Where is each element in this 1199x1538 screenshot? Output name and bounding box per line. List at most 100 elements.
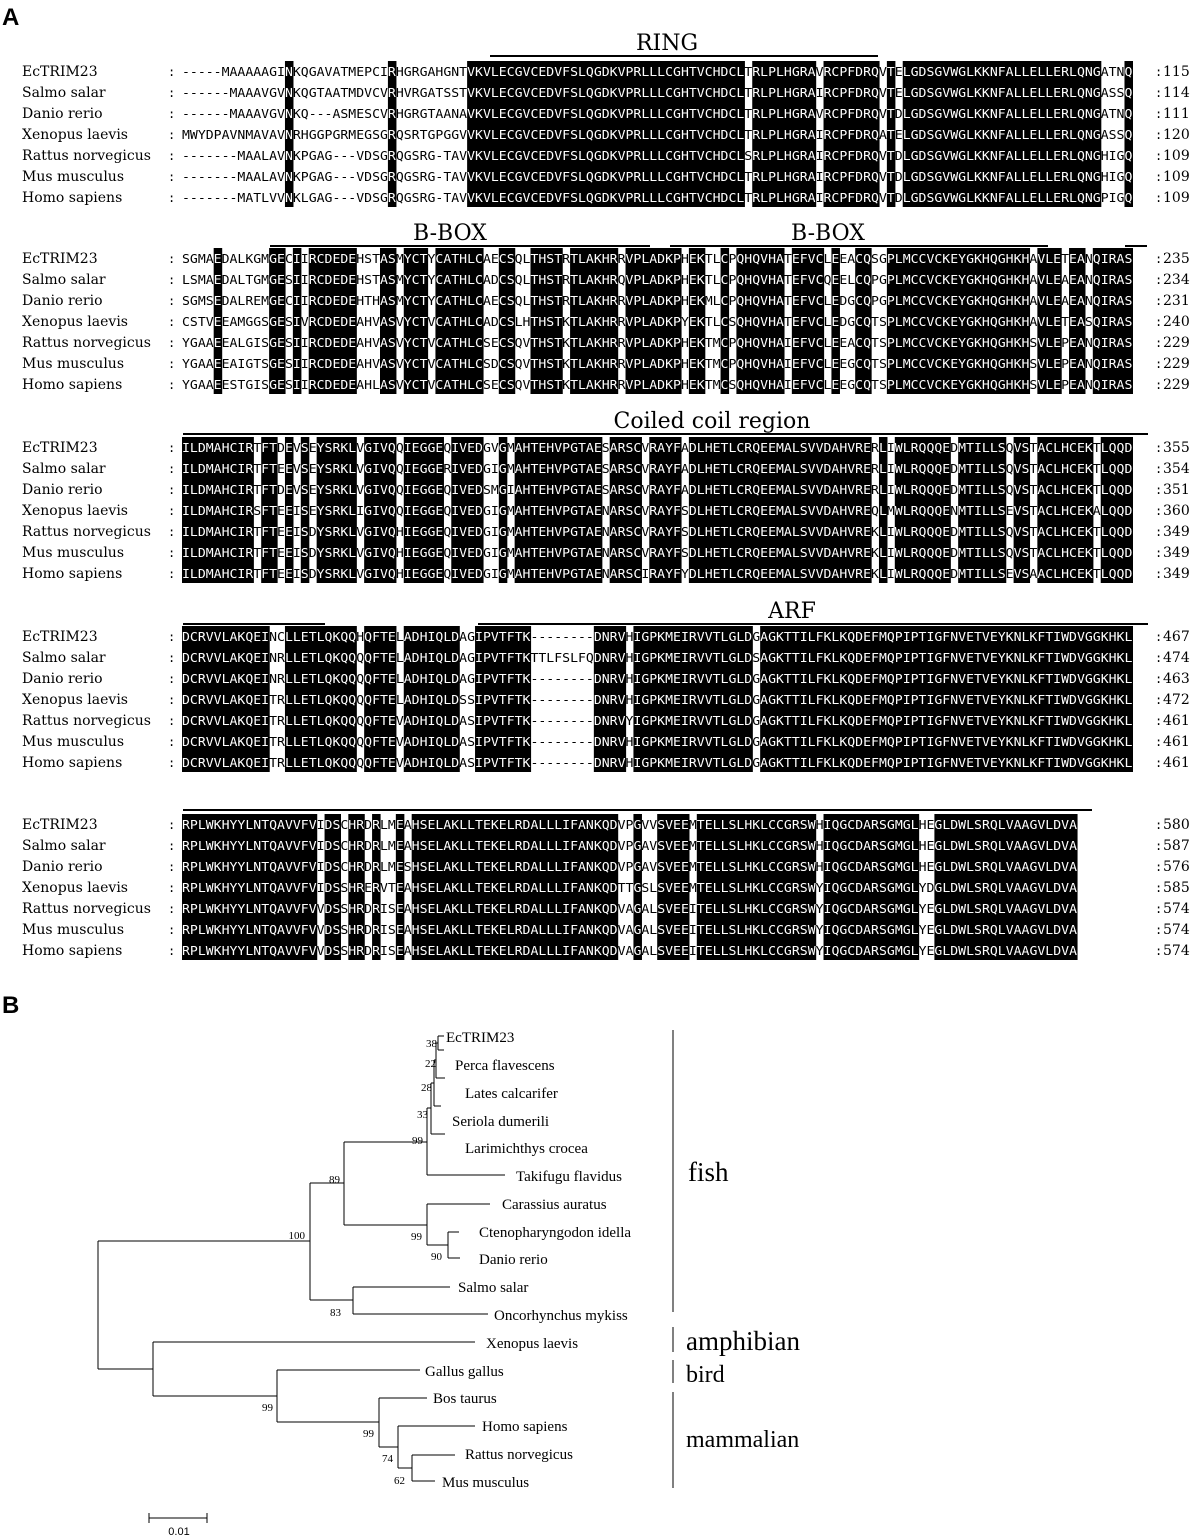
species-name: Salmo salar	[22, 272, 106, 288]
separator: :	[1155, 65, 1162, 79]
residue-count: 235	[1163, 251, 1190, 267]
separator: :	[1155, 462, 1162, 476]
sequence-row: YGAAEESTGISGESIIRCDEDEAHLASVYCTVCATHLCSE…	[182, 378, 1132, 392]
conserved-block	[633, 626, 753, 772]
tree-branch	[437, 1035, 444, 1051]
separator: :	[168, 336, 175, 350]
sequence-row: DCRVVLAKQEINCLLETLQKQQHQFTELADHIQLDAGIPV…	[182, 630, 1132, 644]
separator: :	[1155, 86, 1162, 100]
residue-count: 574	[1163, 922, 1190, 938]
species-name: EcTRIM23	[22, 817, 98, 833]
conserved-block	[182, 437, 254, 583]
taxon-label: Perca flavescens	[455, 1058, 555, 1074]
conserved-block	[316, 437, 357, 583]
bootstrap-value: 83	[330, 1307, 342, 1319]
residue-count: 109	[1163, 169, 1190, 185]
conserved-block	[182, 814, 318, 960]
sequence-row: DCRVVLAKQEINRLLETLQKQQQQFTELADHIQLDAGIPV…	[182, 651, 1132, 665]
taxon-label: EcTRIM23	[446, 1030, 514, 1046]
sequence-row: ------MAAAVGVNKQGTAATMDVCVRHVRGATSSTVKVL…	[182, 86, 1132, 100]
separator: :	[168, 630, 175, 644]
conserved-block	[1092, 248, 1133, 394]
tree-branch	[397, 1425, 475, 1469]
separator: :	[1155, 839, 1162, 853]
taxon-label: Takifugu flavidus	[516, 1169, 622, 1185]
taxon-label: Xenopus laevis	[486, 1336, 578, 1352]
conserved-block	[475, 626, 532, 772]
sequence-row: YGAAEEAIGTSGESIIRCDEDEAHVASVYCTVCATHLCSD…	[182, 357, 1132, 371]
tree-root	[97, 1240, 310, 1370]
domain-label: Coiled coil region	[614, 409, 811, 434]
residue-count: 349	[1163, 524, 1190, 540]
sequence-row: DCRVVLAKQEINRLLETLQKQQQQFTELADHIQLDAGIPV…	[182, 672, 1132, 686]
separator: :	[168, 839, 175, 853]
species-name: Homo sapiens	[22, 943, 122, 959]
species-name: Mus musculus	[22, 734, 124, 750]
conserved-block	[958, 437, 1007, 583]
bootstrap-value: 100	[289, 1230, 306, 1242]
residue-count: 111	[1163, 106, 1190, 122]
separator: :	[168, 693, 175, 707]
sequence-row: LSMAEDALTGMGESIIRCDEDEHSTASMYCTYCATHLCAD…	[182, 273, 1132, 287]
species-name: Xenopus laevis	[22, 127, 128, 143]
group-label-mammalian: mammalian	[686, 1427, 799, 1453]
sequence-row: ------MAAAVGVNKQ---ASMESCVRHGRGTAANAVKVL…	[182, 107, 1132, 121]
conserved-block	[498, 248, 516, 394]
taxon-label: Bos taurus	[433, 1391, 497, 1407]
conserved-block	[403, 626, 460, 772]
separator: :	[1155, 923, 1162, 937]
conserved-block	[403, 248, 429, 394]
residue-count: 474	[1163, 650, 1190, 666]
species-name: Salmo salar	[22, 838, 106, 854]
separator: :	[168, 315, 175, 329]
species-name: Rattus norvegicus	[22, 524, 151, 540]
species-name: Rattus norvegicus	[22, 335, 151, 351]
separator: :	[1155, 336, 1162, 350]
separator: :	[168, 672, 175, 686]
conserved-block	[688, 248, 706, 394]
phylogenetic-tree	[97, 1030, 674, 1523]
conserved-block	[633, 814, 642, 960]
taxon-label: Carassius auratus	[502, 1197, 607, 1213]
conserved-block	[364, 437, 397, 583]
bootstrap-value: 89	[329, 1174, 341, 1186]
conserved-block	[823, 61, 880, 207]
conserved-block	[823, 814, 920, 960]
species-name: Danio rerio	[22, 859, 103, 875]
separator: :	[1155, 881, 1162, 895]
conserved-block	[380, 248, 397, 394]
separator: :	[168, 756, 175, 770]
residue-count: 109	[1163, 148, 1190, 164]
conserved-block	[1124, 61, 1133, 207]
species-name: Xenopus laevis	[22, 880, 128, 896]
tree-branch	[343, 1141, 427, 1226]
species-name: Xenopus laevis	[22, 692, 128, 708]
residue-count: 461	[1163, 755, 1190, 771]
domain-label: B-BOX	[791, 221, 865, 246]
sequence-row: ILDMAHCIRSFTEEISEYSRKLIGIVQQIEGGEQIVEDGI…	[182, 504, 1132, 518]
bootstrap-value: 99	[363, 1428, 375, 1440]
group-label-amphibian: amphibian	[686, 1326, 800, 1356]
species-name: EcTRIM23	[22, 629, 98, 645]
bootstrap-value: 99	[412, 1135, 424, 1147]
sequence-row: -------MAALAVNKPGAG---VDSGRQGSRG-TAVVKVL…	[182, 170, 1132, 184]
conserved-block	[364, 626, 397, 772]
taxon-label: Oncorhynchus mykiss	[494, 1308, 628, 1324]
separator: :	[1155, 107, 1162, 121]
sequence-row: CSTVEEAMGGSGESIVRCDEDEAHVASVYCTVCATHLCAD…	[182, 315, 1132, 329]
taxon-label: Salmo salar	[458, 1280, 528, 1296]
sequence-row: SGMSEDALREMGECIIRCDEDEHTHASMYCTYCATHLCAE…	[182, 294, 1132, 308]
tree-branch	[378, 1397, 427, 1448]
bootstrap-value: 90	[431, 1251, 443, 1263]
conserved-block	[886, 248, 1031, 394]
separator: :	[168, 483, 175, 497]
separator: :	[1155, 357, 1162, 371]
separator: :	[168, 86, 175, 100]
conserved-block	[894, 437, 951, 583]
group-label-bird: bird	[686, 1362, 725, 1388]
residue-count: 463	[1163, 671, 1190, 687]
separator: :	[1155, 693, 1162, 707]
taxon-label: Seriola dumerili	[452, 1114, 549, 1130]
conserved-block	[182, 626, 270, 772]
species-name: Mus musculus	[22, 169, 124, 185]
